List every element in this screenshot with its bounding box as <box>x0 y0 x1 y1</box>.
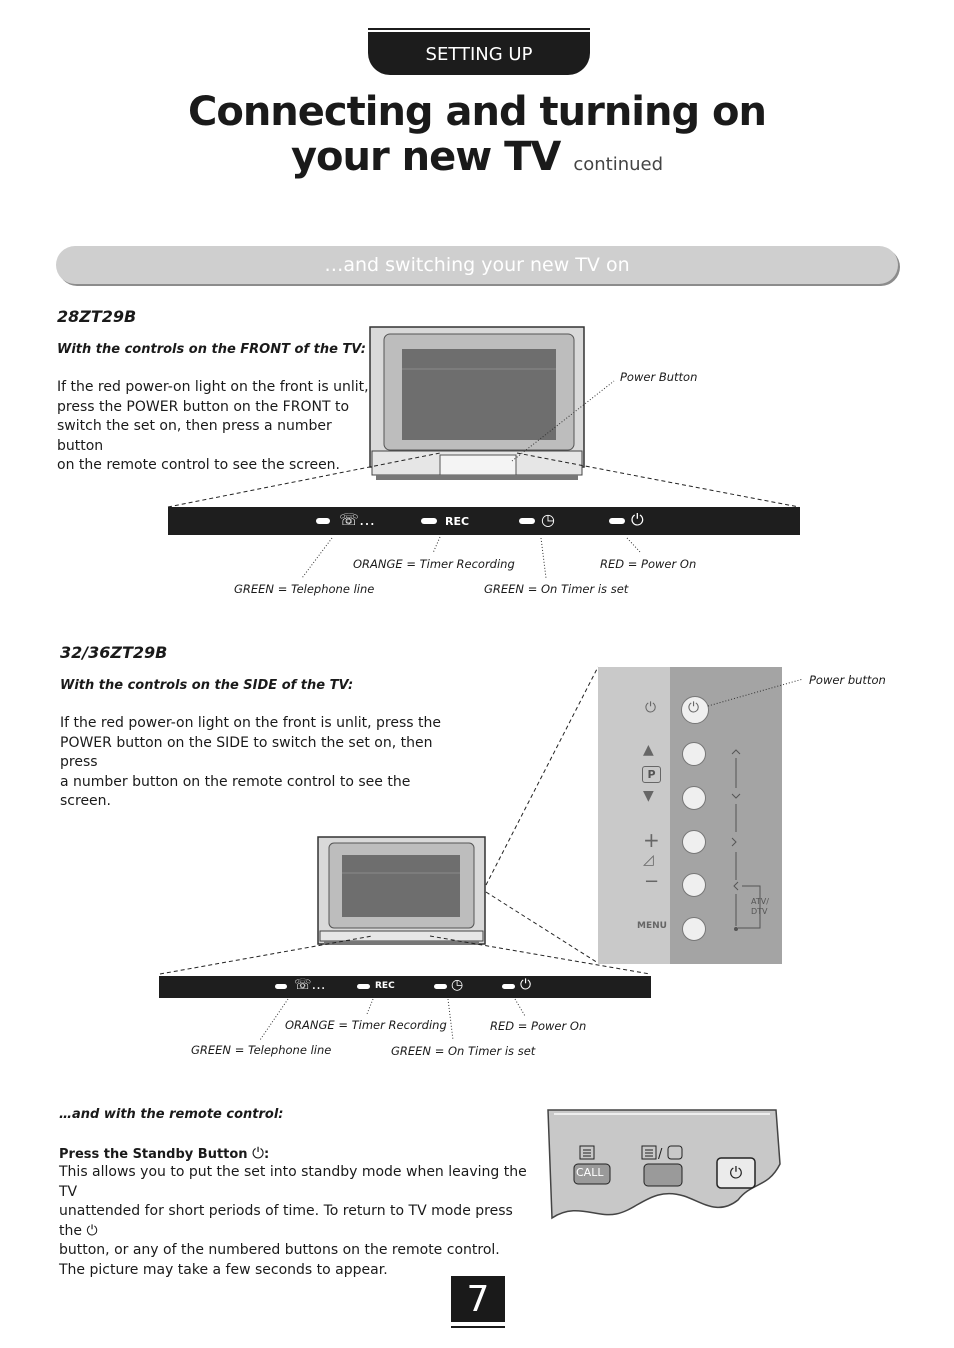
model-b-indicator-strip: ☏… REC ◷ ⏻ <box>159 976 651 998</box>
tv-side-illustration <box>317 836 486 945</box>
rec-led <box>421 518 437 524</box>
telephone-led-b <box>275 984 287 989</box>
title-continued: continued <box>573 154 664 175</box>
remote-subheading: …and with the remote control: <box>59 1107 284 1122</box>
side-panel-labels <box>598 667 670 964</box>
model-a-paragraph: If the red power-on light on the front i… <box>57 379 369 473</box>
telephone-icon: ☏… <box>339 510 376 529</box>
power-led-b <box>502 984 515 989</box>
clock-icon-b: ◷ <box>451 977 464 993</box>
timer-led <box>519 518 535 524</box>
atv-dtv-label: ATV/DTV <box>751 897 769 916</box>
caption-green-timer: GREEN = On Timer is set <box>484 582 629 596</box>
side-prog-down-button[interactable] <box>682 786 706 810</box>
panel-up-icon: ▲ <box>643 742 654 758</box>
tv-front-illustration <box>369 326 585 480</box>
call-button-label: CALL <box>576 1166 604 1179</box>
standby-button[interactable]: ⏻ <box>717 1158 755 1188</box>
section-bar: …and switching your new TV on <box>56 246 898 284</box>
power-icon: ⏻ <box>631 510 644 529</box>
power-led <box>609 518 625 524</box>
standby-heading: Press the Standby Button ⏻: <box>59 1144 270 1162</box>
rec-led-b <box>357 984 370 989</box>
model-b-paragraph: If the red power-on light on the front i… <box>60 715 441 809</box>
model-a-heading: 28ZT29B <box>57 307 137 326</box>
caption-green-phone-b: GREEN = Telephone line <box>191 1043 332 1057</box>
page-number-underline <box>451 1326 505 1328</box>
caption-red-b: RED = Power On <box>490 1019 587 1033</box>
remote-illustration: / <box>547 1109 781 1220</box>
model-b-leader-lines <box>159 666 804 1041</box>
caption-green-timer-b: GREEN = On Timer is set <box>391 1044 536 1058</box>
remote-paragraph: This allows you to put the set into stan… <box>59 1164 527 1278</box>
panel-down-icon: ▼ <box>643 788 654 804</box>
side-prog-up-button[interactable] <box>682 742 706 766</box>
side-power-button[interactable] <box>681 696 709 724</box>
page-title-line1: Connecting and turning on <box>187 89 767 135</box>
model-b-power-label: Power button <box>809 673 886 687</box>
panel-plus-icon: + <box>643 828 660 852</box>
caption-red: RED = Power On <box>600 557 697 571</box>
panel-power-icon: ⏻ <box>645 700 657 716</box>
page-number: 7 <box>451 1276 505 1322</box>
telephone-icon-b: ☏… <box>294 977 326 993</box>
panel-nav-guides <box>731 749 761 931</box>
side-vol-down-button[interactable] <box>682 873 706 897</box>
page-title-line2: your new TV continued <box>290 134 664 180</box>
side-vol-up-button[interactable] <box>682 830 706 854</box>
panel-menu-label: MENU <box>637 921 667 931</box>
call-button[interactable] <box>574 1164 610 1184</box>
side-power-button-icon: ⏻ <box>688 700 700 716</box>
model-b-subheading: With the controls on the SIDE of the TV: <box>60 678 354 693</box>
model-a-indicator-strip: ☏… REC ◷ ⏻ <box>168 507 800 535</box>
caption-orange: ORANGE = Timer Recording <box>353 557 515 571</box>
clock-icon: ◷ <box>541 510 555 529</box>
side-menu-button[interactable] <box>682 917 706 941</box>
model-a-subheading: With the controls on the FRONT of the TV… <box>57 342 366 357</box>
panel-p-label: P <box>642 766 661 783</box>
panel-minus-icon: − <box>644 871 660 892</box>
power-icon-b: ⏻ <box>520 977 532 993</box>
section-tab: SETTING UP <box>368 28 590 75</box>
timer-led-b <box>434 984 447 989</box>
standby-inline-icon: ⏻ <box>86 1222 98 1239</box>
rec-label: REC <box>445 515 470 528</box>
model-a-power-label: Power Button <box>620 370 698 384</box>
model-b-heading: 32/36ZT29B <box>60 643 168 662</box>
standby-icon: ⏻ <box>252 1144 264 1162</box>
caption-orange-b: ORANGE = Timer Recording <box>285 1018 447 1032</box>
text-mode-button[interactable] <box>644 1164 682 1186</box>
standby-button-icon: ⏻ <box>729 1163 743 1182</box>
telephone-led <box>316 518 330 524</box>
model-a-leader-lines <box>167 380 800 579</box>
rec-label-b: REC <box>375 981 395 991</box>
panel-volume-icon: ◿ <box>643 852 654 868</box>
svg-text:/: / <box>658 1147 663 1162</box>
caption-green-phone: GREEN = Telephone line <box>234 582 375 596</box>
